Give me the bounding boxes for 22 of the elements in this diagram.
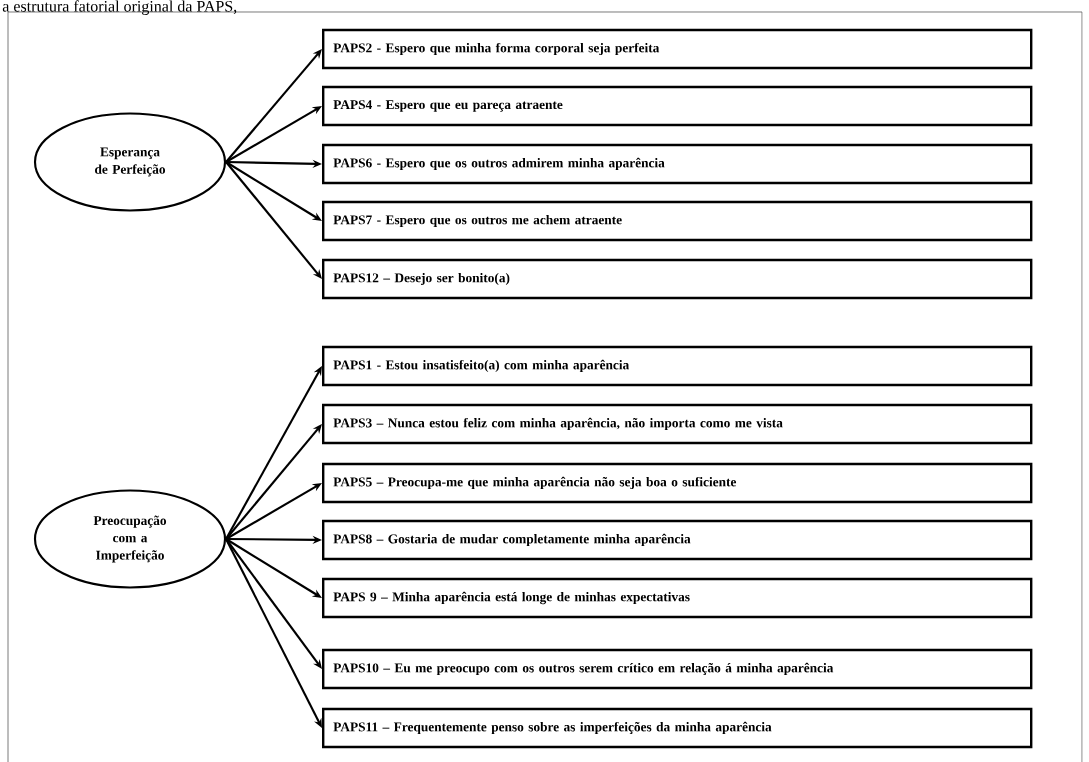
arrow xyxy=(225,424,322,540)
item-box: PAPS2 - Espero que minha forma corporal seja perfeita xyxy=(322,28,1033,70)
item-box: PAPS10 – Eu me preocupo com os outros serem crítico em relação á minha aparência xyxy=(322,648,1033,690)
arrow xyxy=(225,161,322,221)
item-box: PAPS7 - Espero que os outros me achem atraente xyxy=(322,200,1033,242)
arrow xyxy=(225,366,322,540)
arrow xyxy=(225,538,322,669)
arrow xyxy=(225,161,322,279)
arrow xyxy=(225,538,322,598)
item-box: PAPS6 - Espero que os outros admirem minha aparência xyxy=(322,143,1033,185)
item-box: PAPS1 - Estou insatisfeito(a) com minha aparência xyxy=(322,345,1033,387)
item-box: PAPS8 – Gostaria de mudar completamente minha aparência xyxy=(322,519,1033,561)
item-box: PAPS12 – Desejo ser bonito(a) xyxy=(322,258,1033,300)
arrow xyxy=(225,49,322,163)
arrow xyxy=(225,106,322,163)
caption-text: a estrutura fatorial original da PAPS, xyxy=(2,0,237,15)
item-box: PAPS4 - Espero que eu pareça atraente xyxy=(322,85,1033,127)
item-box: PAPS5 – Preocupa-me que minha aparência não seja boa o suficiente xyxy=(322,462,1033,504)
item-box: PAPS3 – Nunca estou feliz com minha aparência, não importa como me vista xyxy=(322,403,1033,445)
arrow xyxy=(225,483,322,540)
item-box: PAPS 9 – Minha aparência está longe de minhas expectativas xyxy=(322,577,1033,619)
item-box: PAPS11 – Frequentemente penso sobre as imperfeições da minha aparência xyxy=(322,707,1033,749)
